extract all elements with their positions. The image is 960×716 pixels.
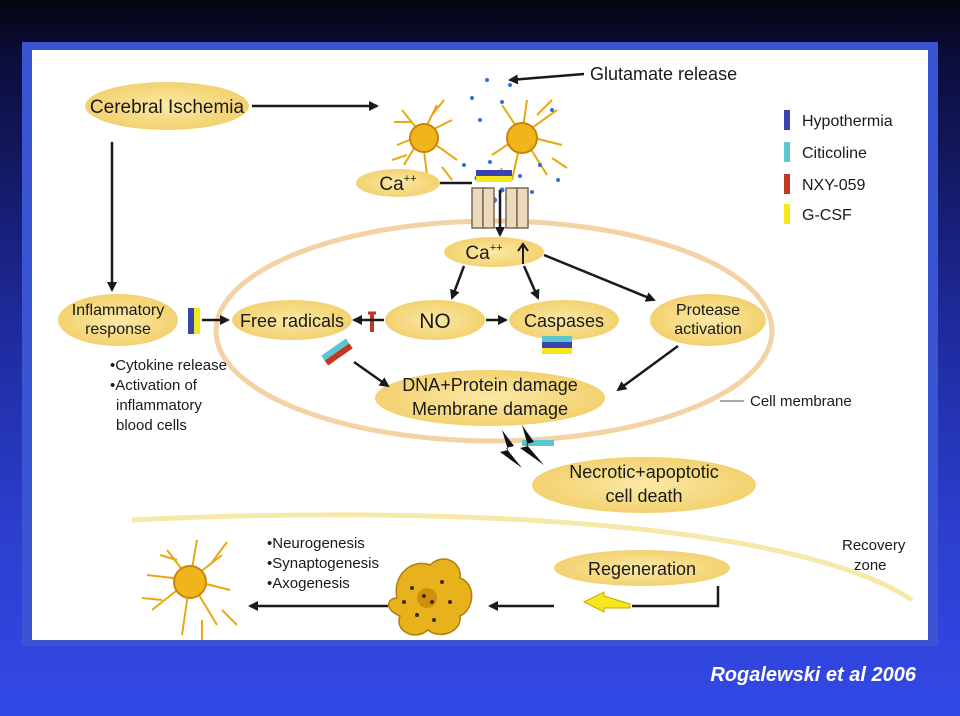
inflammatory-response-label-2: response: [85, 321, 151, 338]
arrow-regeneration-hook: [632, 586, 720, 608]
cell-membrane-label: Cell membrane: [750, 393, 852, 410]
glutamate-release-label: Glutamate release: [590, 64, 737, 84]
protease-activation-label-1: Protease: [676, 302, 740, 319]
legend-swatch-hypothermia: [784, 110, 790, 130]
ca-inner-label: Ca++: [465, 242, 502, 264]
node-protease-activation: [650, 294, 766, 346]
neuron-left-icon: [391, 99, 458, 181]
inflammatory-response-label-1: Inflammatory: [72, 302, 164, 319]
ca-outer-label: Ca++: [379, 173, 416, 195]
inflammation-drug-marker: [188, 308, 200, 334]
citation-credit: Rogalewski et al 2006: [710, 664, 916, 686]
node-inflammatory-response: [58, 294, 178, 346]
arrow-free-radicals-to-damage: [353, 360, 390, 388]
neuron-right-icon: [491, 99, 568, 183]
arrow-glutamate-label: [508, 72, 585, 85]
node-ca-inner: [444, 237, 544, 267]
inflammatory-effect-4: blood cells: [116, 417, 187, 434]
legend-label-citicoline: Citicoline: [802, 145, 867, 162]
regen-process-3: •Axogenesis: [267, 575, 350, 592]
cerebral-ischemia-label: Cerebral Ischemia: [90, 97, 245, 118]
pathway-diagram: Cerebral Ischemia Ca++ Ca++ Inflammatory…: [58, 64, 914, 640]
legend-label-g-csf: G-CSF: [802, 207, 852, 224]
legend-swatch-citicoline: [784, 142, 790, 162]
cell-death-label-2: cell death: [605, 486, 682, 506]
node-damage: [375, 370, 605, 426]
microglia-icon: [388, 558, 473, 636]
regen-process-1: •Neurogenesis: [267, 535, 365, 552]
node-no: [385, 300, 485, 340]
regeneration-yellow-arrow: [582, 591, 631, 613]
arrow-protease-to-damage: [616, 344, 679, 392]
recovery-zone-label-1: Recovery: [842, 537, 906, 554]
node-cell-death: [532, 457, 756, 513]
regeneration-label: Regeneration: [588, 559, 696, 579]
node-ca-outer: [356, 169, 440, 197]
free-radicals-drug-marker: [321, 338, 353, 366]
damage-label-1: DNA+Protein damage: [402, 375, 578, 395]
caspases-label: Caspases: [524, 311, 604, 331]
node-caspases: [509, 300, 619, 340]
ca-increase-arrow-icon: [517, 242, 529, 264]
node-free-radicals: [232, 300, 352, 340]
regen-process-2: •Synaptogenesis: [267, 555, 379, 572]
legend: Hypothermia Citicoline NXY-059 G-CSF: [784, 110, 893, 224]
legend-label-nxy-059: NXY-059: [802, 177, 866, 194]
inflammatory-effect-3: inflammatory: [116, 397, 202, 414]
legend-swatch-g-csf: [784, 204, 790, 224]
diagram-panel: Cerebral Ischemia Ca++ Ca++ Inflammatory…: [32, 50, 928, 640]
cell-death-label-1: Necrotic+apoptotic: [569, 462, 719, 482]
inflammatory-effect-1: •Cytokine release: [110, 357, 227, 374]
arrow-ca-to-caspases: [522, 265, 540, 300]
recovery-zone-curve: [131, 512, 914, 603]
calcium-channel-icon: [471, 170, 529, 229]
inflammatory-effect-2: •Activation of: [110, 377, 198, 394]
arrow-ca-to-no: [450, 265, 466, 300]
node-regeneration: [554, 550, 730, 586]
damage-label-2: Membrane damage: [412, 399, 568, 419]
lightning-bolt-icon-1: [500, 430, 522, 468]
legend-swatch-nxy-059: [784, 174, 790, 194]
arrow-ca-to-protease: [543, 253, 656, 302]
legend-label-hypothermia: Hypothermia: [802, 113, 893, 130]
caspases-drug-marker: [542, 336, 572, 354]
protease-activation-label-2: activation: [674, 321, 742, 338]
no-label: NO: [419, 310, 451, 333]
regenerated-neuron-icon: [141, 539, 238, 640]
slide-frame: Cerebral Ischemia Ca++ Ca++ Inflammatory…: [22, 42, 938, 646]
lightning-bolt-icon-2: [520, 425, 544, 465]
no-inhibition-marker: [368, 311, 376, 332]
recovery-zone-label-2: zone: [854, 557, 887, 574]
cell-death-drug-marker: [522, 440, 554, 446]
node-cerebral-ischemia: [85, 82, 249, 130]
free-radicals-label: Free radicals: [240, 311, 344, 331]
